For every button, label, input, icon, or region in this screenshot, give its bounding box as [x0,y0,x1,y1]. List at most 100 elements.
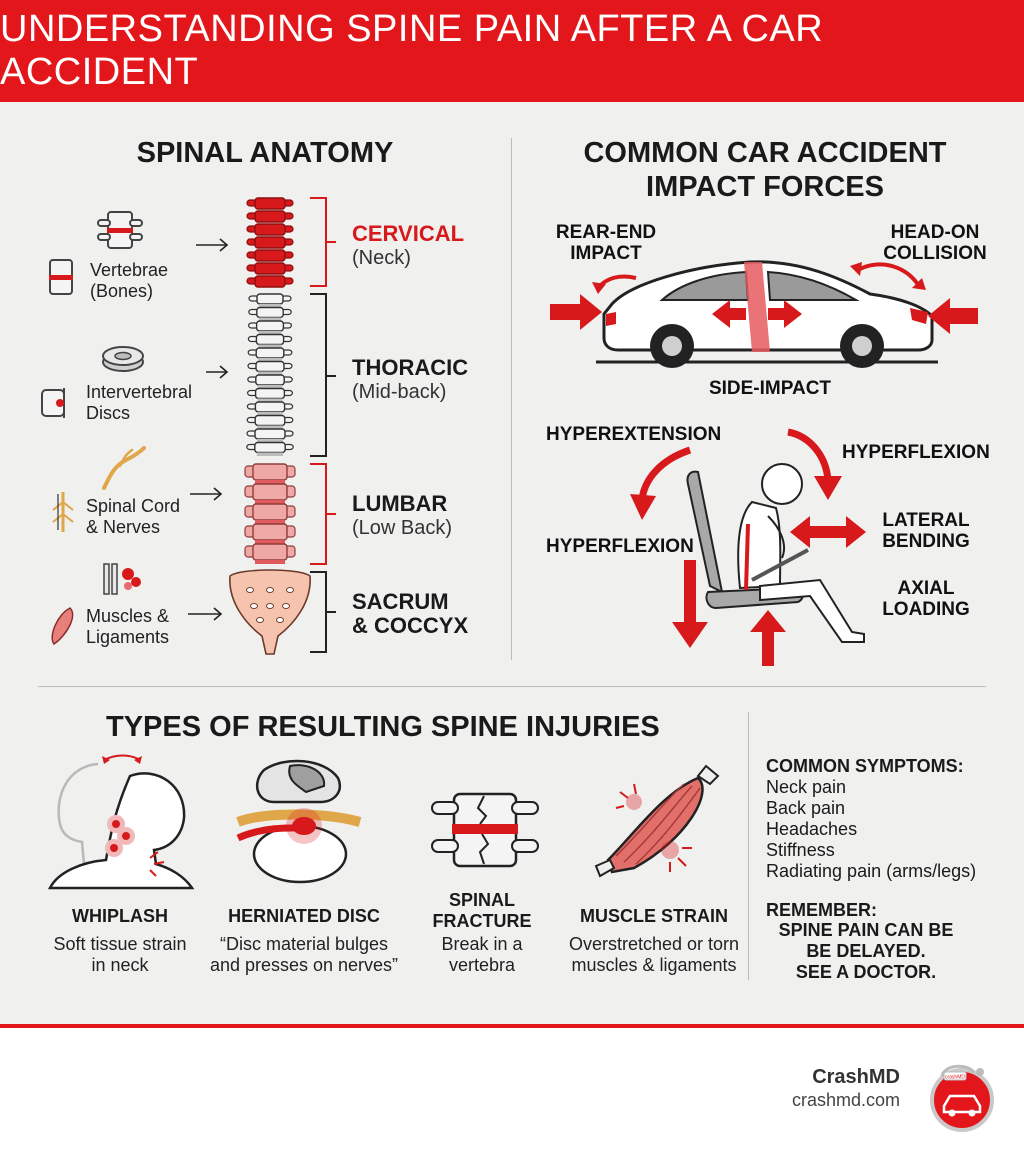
region-name-cervical: CERVICAL [352,221,465,246]
sacral-foramen [250,603,258,609]
vertebra-small-icon [49,259,73,295]
injury-name-whiplash: WHIPLASH [72,906,168,926]
disc-bulge-icon [41,388,65,418]
remember-text: SPINE PAIN CAN BE BE DELAYED. SEE A DOCT… [778,920,954,982]
thoracic-vertebra [254,387,286,400]
cervical-vertebra [254,275,286,288]
seated-occupant-illustration [630,428,866,666]
intervertebral-disc [257,439,283,443]
horizontal-divider [38,686,986,687]
thoracic-vertebra [255,374,285,386]
sacral-foramen [282,603,290,609]
title-banner: UNDERSTANDING SPINE PAIN AFTER A CAR ACC… [0,0,1024,102]
symptoms-panel: COMMON SYMPTOMS: Neck pain Back pain Hea… [766,756,1006,882]
brand-url: crashmd.com [791,1090,900,1110]
intervertebral-disc [258,331,282,335]
footer-divider [0,1024,1024,1028]
region-thoracic: THORACIC (Mid-back) [352,356,468,404]
vertebra-icon [97,211,143,249]
symptoms-heading: COMMON SYMPTOMS: [766,756,964,776]
label-lateral-bending: LATERAL BENDING [882,510,970,552]
lumbar-vertebra [252,523,288,541]
intervertebral-disc [256,452,284,456]
cervical-vertebra [254,210,286,223]
intervertebral-disc [258,371,282,375]
symptom-item: Headaches [766,819,858,839]
label-head-on: HEAD-ON COLLISION [883,222,987,264]
cervical-vertebra [254,197,286,210]
crashmd-logo-icon: crashMD [930,1064,994,1132]
label-hyperflexion-left: HYPERFLEXION [546,536,694,557]
region-name-sacrum: SACRUM & COCCYX [352,589,469,638]
intervertebral-disc [258,344,282,348]
disc-icon [102,346,144,372]
region-sub-lumbar: (Low Back) [352,517,453,539]
vertical-divider [511,138,512,660]
herniated-disc-icon [236,759,362,884]
sacral-foramen [266,587,274,593]
symptom-item: Stiffness [766,840,835,860]
intervertebral-disc [257,398,283,402]
injury-desc-whiplash: Soft tissue strain in neck [53,934,187,975]
muscle-icon [51,607,74,646]
region-sacrum: SACRUM & COCCYX [352,590,468,638]
injury-desc-herniated: “Disc material bulges and presses on ner… [209,934,399,975]
region-lumbar: LUMBAR (Low Back) [352,492,452,540]
thoracic-vertebra [254,441,286,454]
intervertebral-disc [255,480,285,484]
component-label-nerves: Spinal Cord & Nerves [86,496,181,537]
intervertebral-disc [255,540,285,544]
cervical-vertebra [254,236,286,249]
injury-desc-fracture: Break in a vertebra [441,934,523,975]
thoracic-vertebra [255,360,285,373]
injury-desc-muscle: Overstretched or torn muscles & ligament… [568,934,740,975]
remember-title: REMEMBER: [766,900,877,920]
muscle-strain-icon [594,764,720,878]
thoracic-vertebra [254,428,286,440]
label-axial-loading: AXIAL LOADING [882,578,970,620]
thoracic-vertebra [254,414,286,427]
lumbar-vertebra [252,543,288,561]
sacral-foramen [266,603,274,609]
thoracic-vertebra [256,306,284,319]
label-rear-end: REAR-END IMPACT [555,222,657,264]
nerve-icon [102,446,146,490]
thoracic-vertebra [255,320,285,332]
injury-name-herniated: HERNIATED DISC [228,906,380,926]
label-hyperextension: HYPEREXTENSION [546,424,722,445]
page-title: UNDERSTANDING SPINE PAIN AFTER A CAR ACC… [0,8,824,93]
region-sub-cervical: (Neck) [352,247,411,269]
ligament-icon [103,563,141,595]
intervertebral-disc [255,560,285,564]
sacral-foramen [286,587,294,593]
pointer-arrows [188,238,229,621]
spinal-fracture-icon [431,792,539,868]
region-name-lumbar: LUMBAR [352,491,448,516]
sacral-foramen [276,617,284,623]
thoracic-vertebra [255,333,285,346]
label-side-impact: SIDE-IMPACT [708,378,832,399]
footer: CrashMD crashmd.com crashMD [0,1028,1024,1154]
spine-illustration [229,197,311,655]
lumbar-vertebra [252,463,288,481]
injuries-heading: TYPES OF RESULTING SPINE INJURIES [106,711,660,743]
lumbar-vertebra [252,483,288,501]
intervertebral-disc [255,520,285,524]
region-cervical: CERVICAL (Neck) [352,222,464,270]
anatomy-heading: SPINAL ANATOMY [136,137,394,169]
injury-name-muscle: MUSCLE STRAIN [580,906,728,926]
brand-name: CrashMD [812,1066,900,1088]
logo-text: crashMD [945,1075,965,1081]
forces-heading: COMMON CAR ACCIDENT IMPACT FORCES [583,137,947,203]
injury-name-fracture: SPINAL FRACTURE [432,890,532,931]
thoracic-vertebra [255,347,285,359]
thoracic-vertebra [254,401,286,413]
component-label-discs: Intervertebral Discs [86,382,193,423]
intervertebral-disc [257,385,283,389]
whiplash-icon [47,754,195,890]
symptom-item: Radiating pain (arms/legs) [766,861,977,881]
car-illustration [550,260,978,368]
sacrum-coccyx [229,569,311,655]
intervertebral-disc [257,412,283,416]
nerve-branch-icon [52,492,74,532]
